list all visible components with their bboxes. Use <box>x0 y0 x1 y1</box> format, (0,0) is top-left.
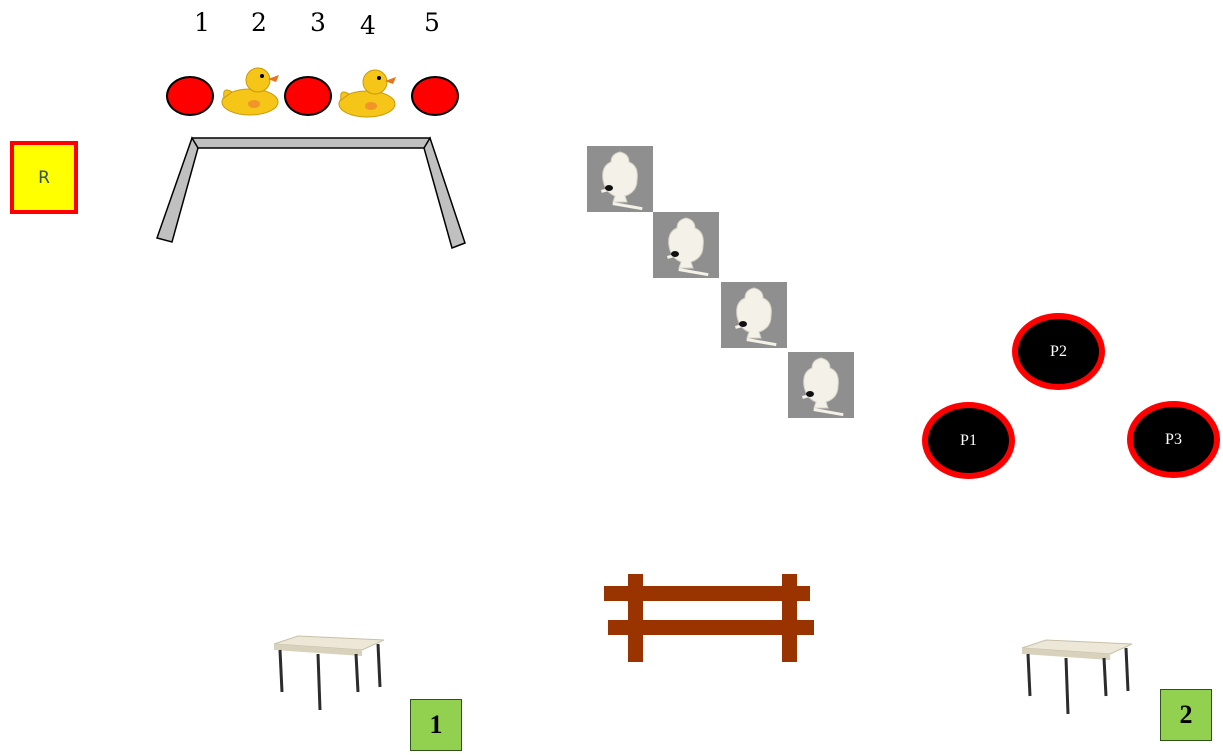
table-label-2: 2 <box>1160 689 1212 741</box>
steel-plate-target-icon <box>721 282 787 348</box>
player-position-p1: P1 <box>922 402 1015 479</box>
referee-label: R <box>38 168 50 188</box>
wooden-fence-icon <box>602 572 816 664</box>
player-position-p2: P2 <box>1012 313 1105 390</box>
steel-plate-target-icon <box>653 212 719 278</box>
position-label-1: 1 <box>194 8 210 37</box>
position-label-4: 4 <box>360 11 376 40</box>
steel-plate-target-icon <box>587 146 653 212</box>
rubber-duck-icon <box>337 66 399 120</box>
table-label-text: 1 <box>430 710 443 740</box>
folding-table-icon <box>1016 636 1134 716</box>
position-label-3: 3 <box>310 8 326 37</box>
position-label-2: 2 <box>251 8 267 37</box>
folding-table-icon <box>268 632 386 712</box>
table-label-1: 1 <box>410 699 462 751</box>
player-label: P3 <box>1165 431 1182 449</box>
player-label: P1 <box>960 432 977 450</box>
player-label: P2 <box>1050 343 1067 361</box>
player-position-p3: P3 <box>1127 401 1220 478</box>
rubber-duck-icon <box>220 64 282 118</box>
table-label-text: 2 <box>1180 700 1193 730</box>
red-target-3 <box>284 76 332 116</box>
red-target-1 <box>166 76 214 116</box>
position-label-5: 5 <box>424 8 440 37</box>
referee-marker: R <box>10 141 78 214</box>
red-target-5 <box>411 76 459 116</box>
target-stand-icon <box>150 130 475 255</box>
steel-plate-target-icon <box>788 352 854 418</box>
